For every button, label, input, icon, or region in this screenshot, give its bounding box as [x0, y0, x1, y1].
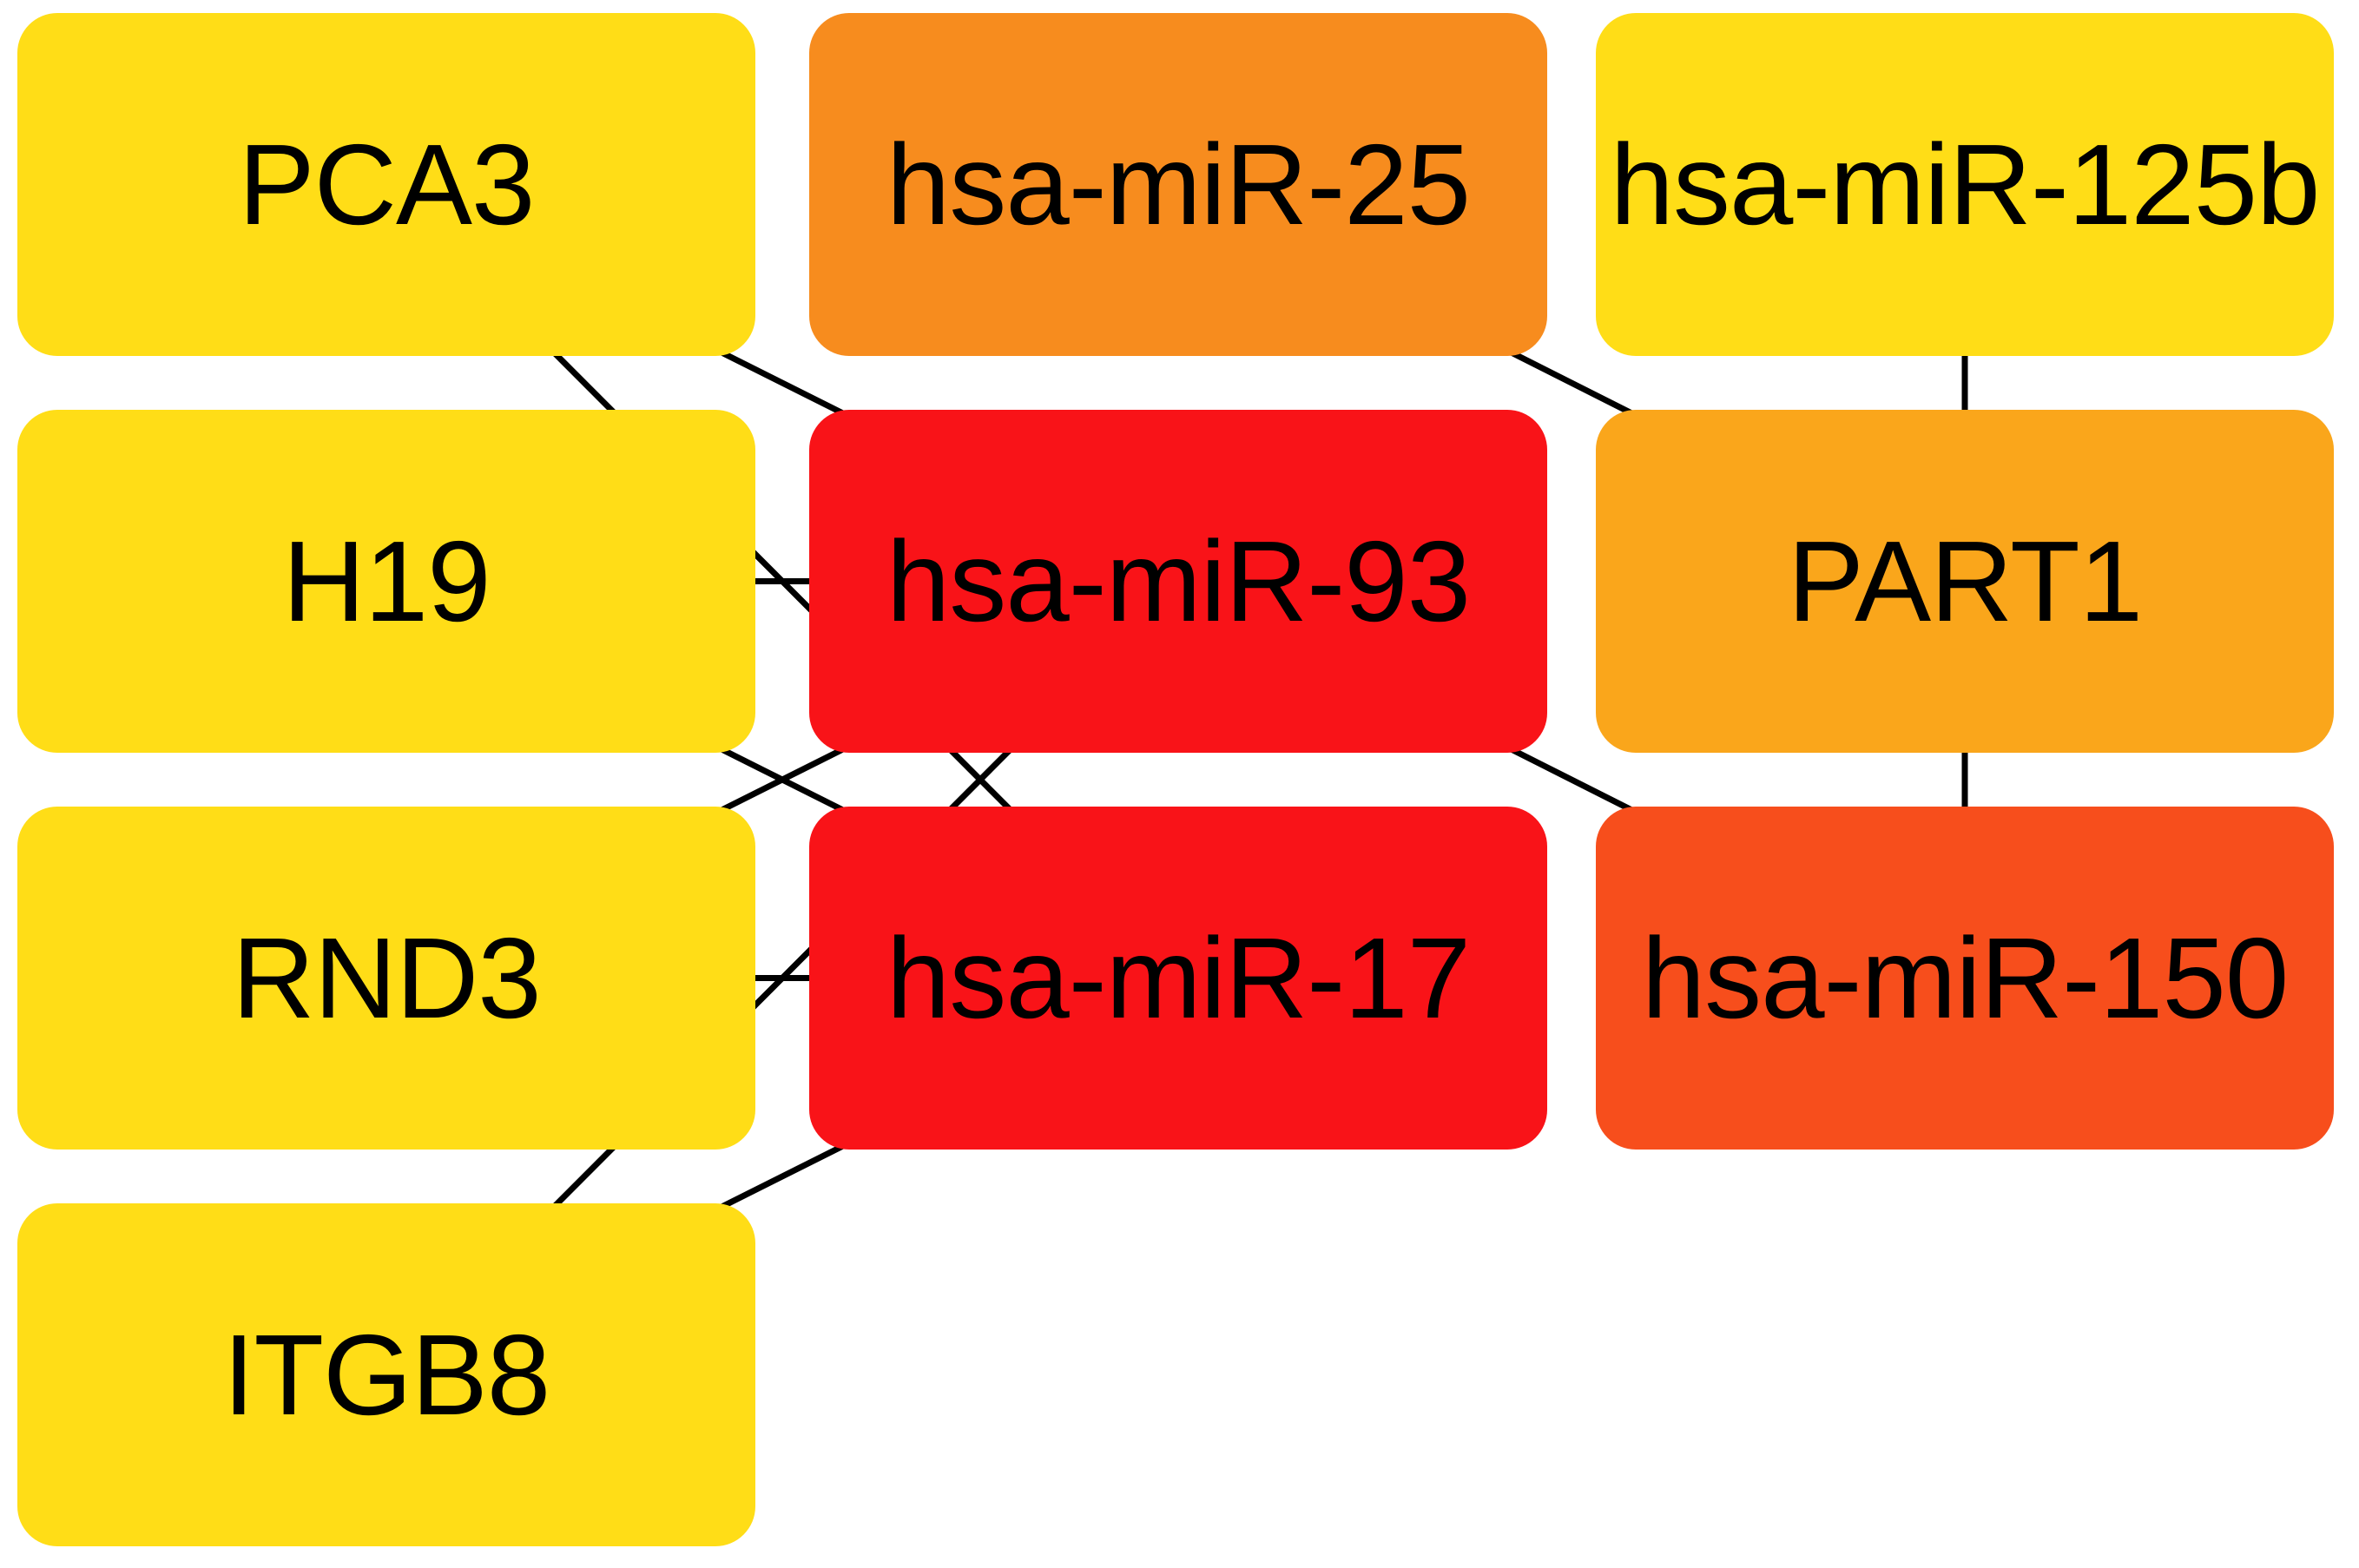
node-part1-label: PART1 [1787, 517, 2143, 645]
node-hsa-mir-93-label: hsa-miR-93 [886, 517, 1471, 645]
node-hsa-mir-25-label: hsa-miR-25 [886, 120, 1471, 248]
node-hsa-mir-17-label: hsa-miR-17 [886, 913, 1471, 1042]
node-pca3-label: PCA3 [238, 120, 536, 248]
node-hsa-mir-25: hsa-miR-25 [809, 13, 1547, 356]
node-hsa-mir-125b-label: hsa-miR-125b [1610, 120, 2321, 248]
node-hsa-mir-150: hsa-miR-150 [1596, 807, 2334, 1150]
node-rnd3: RND3 [17, 807, 755, 1150]
node-h19: H19 [17, 410, 755, 753]
node-hsa-mir-93: hsa-miR-93 [809, 410, 1547, 753]
node-hsa-mir-150-label: hsa-miR-150 [1641, 913, 2290, 1042]
node-rnd3-label: RND3 [232, 913, 541, 1042]
node-part1: PART1 [1596, 410, 2334, 753]
node-hsa-mir-125b: hsa-miR-125b [1596, 13, 2334, 356]
node-hsa-mir-17: hsa-miR-17 [809, 807, 1547, 1150]
node-pca3: PCA3 [17, 13, 755, 356]
node-itgb8-label: ITGB8 [222, 1310, 550, 1439]
node-itgb8: ITGB8 [17, 1203, 755, 1546]
node-h19-label: H19 [282, 517, 491, 645]
